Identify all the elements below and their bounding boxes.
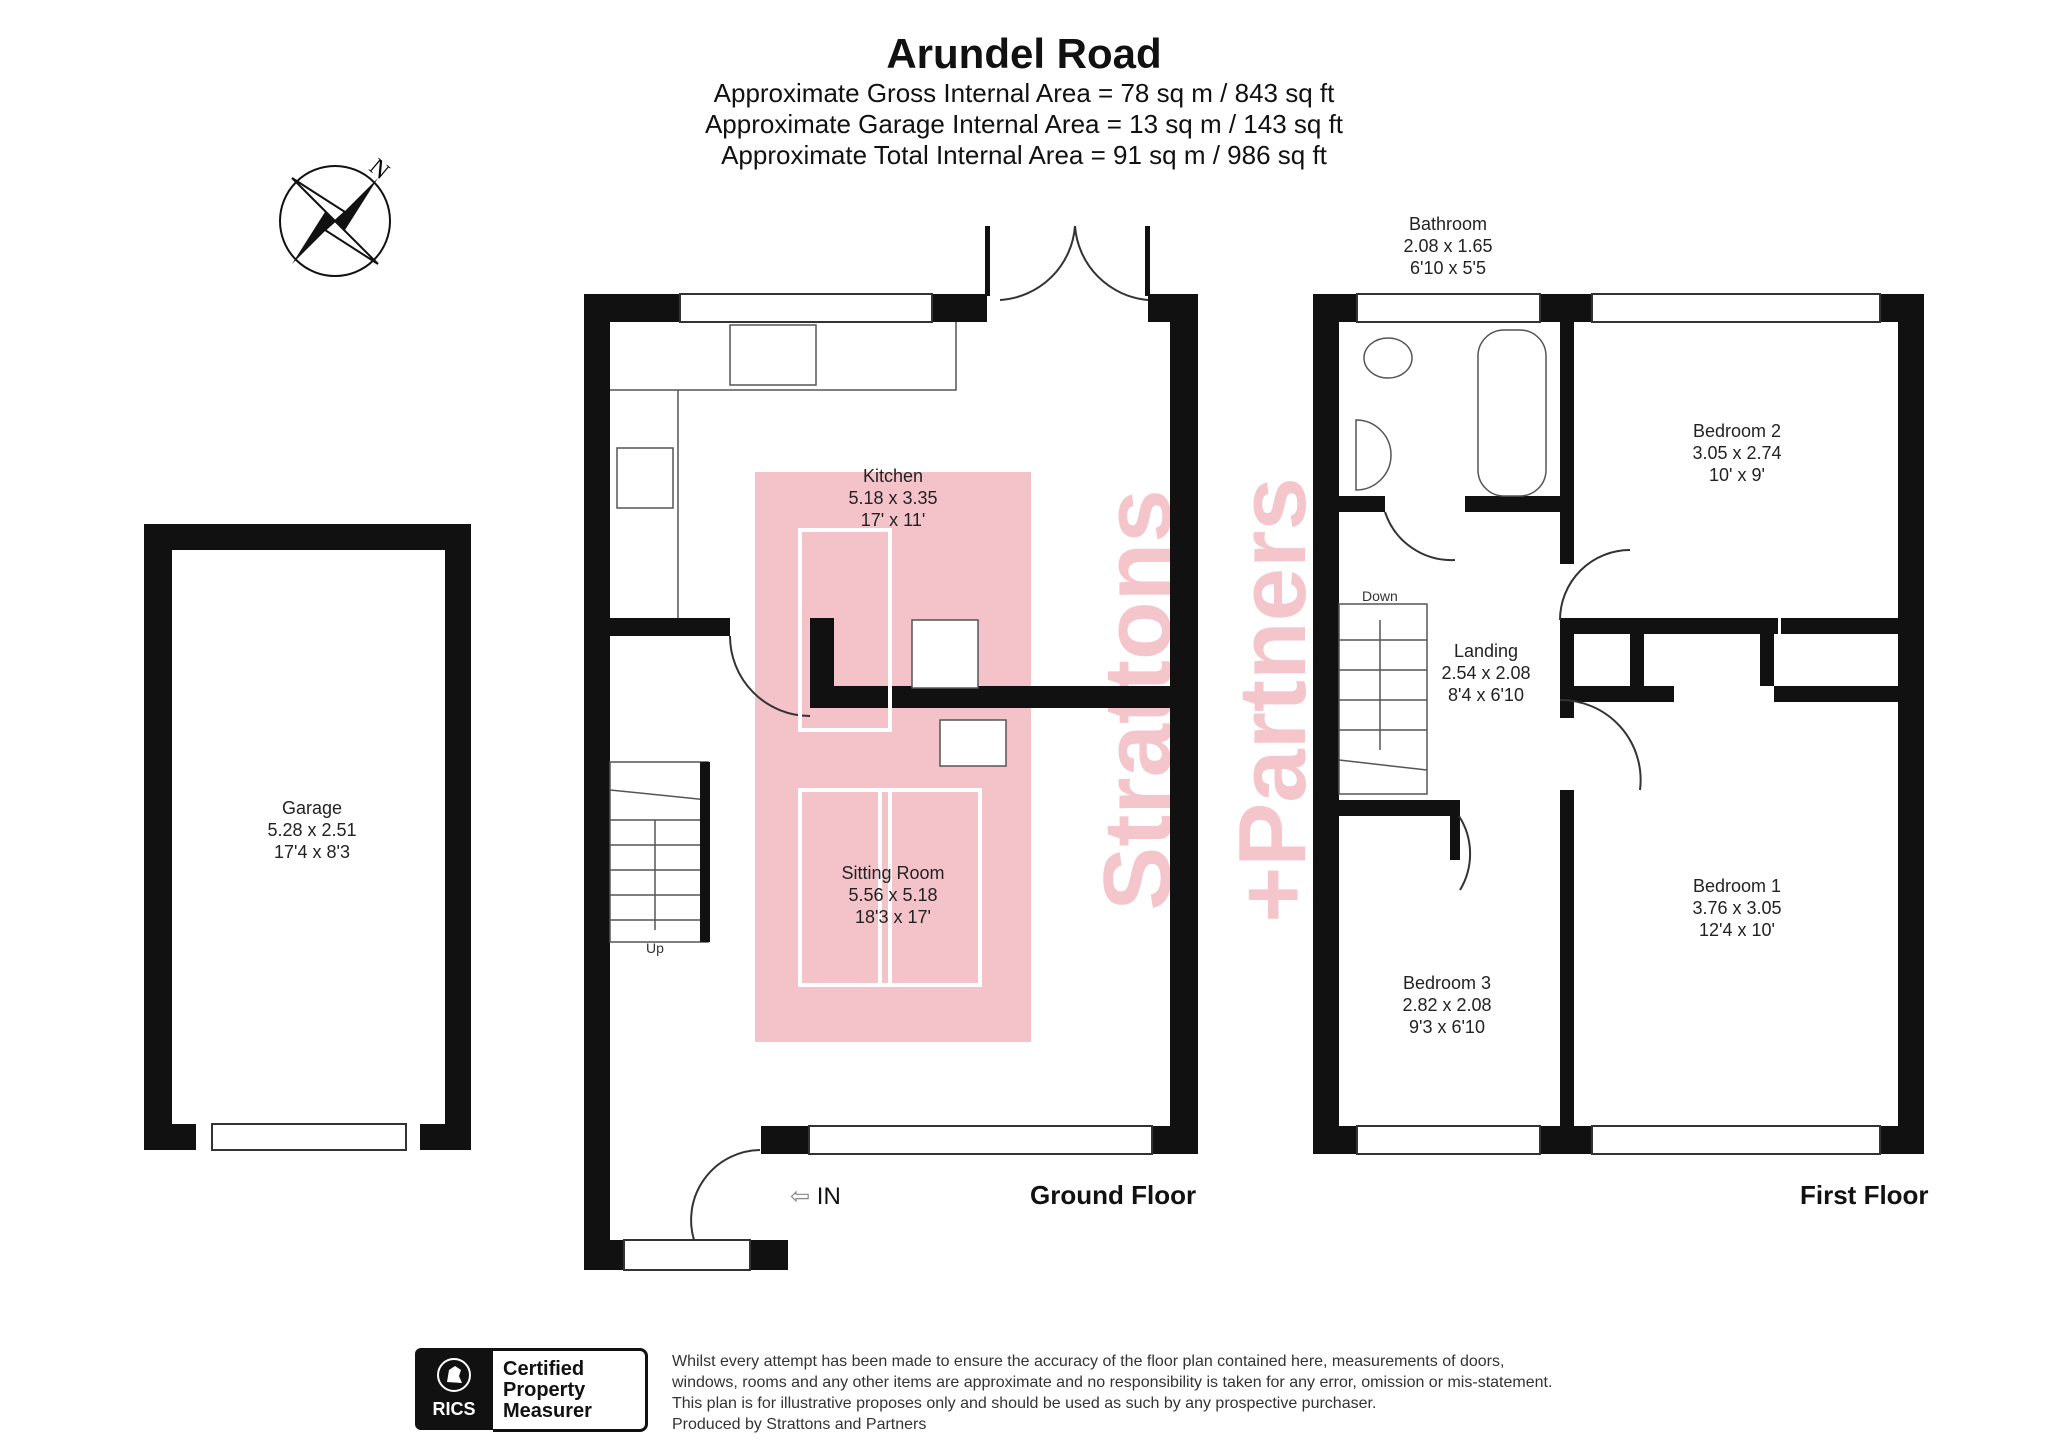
garage-area-line: Approximate Garage Internal Area = 13 sq… <box>704 109 1344 139</box>
disclaimer-line-1: Whilst every attempt has been made to en… <box>672 1353 1505 1370</box>
ground-stairs <box>609 761 709 943</box>
rics-cert-line-2: Property <box>503 1379 586 1401</box>
bedroom1-door <box>1559 698 1642 791</box>
armchair-icon <box>798 788 892 987</box>
stairs-up-label: Up <box>646 940 664 956</box>
bedroom2-door <box>1559 549 1631 621</box>
table-icon <box>939 719 1007 767</box>
room-label-bedroom3: Bedroom 3 2.82 x 2.08 9'3 x 6'10 <box>1402 972 1491 1038</box>
cupboard-icon <box>911 619 979 689</box>
bedroom3-name: Bedroom 3 <box>1402 973 1492 993</box>
kitchen-metric: 5.18 x 3.35 <box>848 488 938 508</box>
garage-metric: 5.28 x 2.51 <box>267 820 357 840</box>
bedroom3-window <box>1356 1125 1541 1155</box>
ground-floor-label: Ground Floor <box>1030 1180 1197 1210</box>
room-label-bedroom2: Bedroom 2 3.05 x 2.74 10' x 9' <box>1692 420 1781 486</box>
garage-door <box>211 1123 407 1151</box>
sitting-imperial: 18'3 x 17' <box>855 907 931 927</box>
bathroom-name: Bathroom <box>1408 214 1488 234</box>
bedroom3-metric: 2.82 x 2.08 <box>1402 995 1492 1015</box>
bedroom1-imperial: 12'4 x 10' <box>1699 920 1775 940</box>
bathroom-imperial: 6'10 x 5'5 <box>1410 258 1486 278</box>
landing-name: Landing <box>1453 641 1519 661</box>
disclaimer: Whilst every attempt has been made to en… <box>672 1351 1692 1435</box>
bathroom-door <box>1384 511 1456 562</box>
room-label-garage: Garage 5.28 x 2.51 17'4 x 8'3 <box>267 797 356 863</box>
rics-lion-icon <box>437 1358 471 1392</box>
disclaimer-line-3: This plan is for illustrative proposes o… <box>672 1395 1377 1412</box>
bedroom3-door <box>1458 815 1472 891</box>
rics-cert-box: Certified Property Measurer <box>493 1348 648 1432</box>
hob-icon <box>616 447 674 509</box>
bedroom3-imperial: 9'3 x 6'10 <box>1409 1017 1485 1037</box>
entry-arrow-icon: ⇦ <box>790 1183 811 1210</box>
bedroom1-window <box>1591 1125 1881 1155</box>
garage-walls <box>144 524 471 1150</box>
rics-cert-line-1: Certified <box>503 1358 585 1380</box>
bedroom2-name: Bedroom 2 <box>1692 421 1782 441</box>
room-label-sitting: Sitting Room 5.56 x 5.18 18'3 x 17' <box>841 862 944 928</box>
sitting-metric: 5.56 x 5.18 <box>848 885 938 905</box>
kitchen-worktop <box>610 322 957 391</box>
landing-stairs <box>1338 603 1428 795</box>
garage-imperial: 17'4 x 8'3 <box>274 842 350 862</box>
toilet-icon <box>1363 337 1413 379</box>
sitting-window <box>808 1125 1153 1155</box>
rics-badge: RICS Certified Property Measurer <box>415 1348 651 1432</box>
basin-icon <box>1355 419 1392 491</box>
landing-imperial: 8'4 x 6'10 <box>1448 685 1524 705</box>
watermark: Strattons +Partners <box>755 472 1326 1042</box>
gross-area-line: Approximate Gross Internal Area = 78 sq … <box>713 78 1335 108</box>
rics-logo: RICS <box>415 1348 493 1430</box>
entry-door-swing <box>690 1149 761 1241</box>
sitting-name: Sitting Room <box>841 863 945 883</box>
bathroom-window <box>1356 293 1541 323</box>
stair-wall <box>700 762 710 942</box>
front-door-frame <box>623 1239 751 1271</box>
patio-doors <box>999 225 1149 301</box>
kitchen-door-swing <box>729 635 811 717</box>
compass-icon: N <box>279 154 394 277</box>
room-label-bathroom: Bathroom 2.08 x 1.65 6'10 x 5'5 <box>1403 213 1492 279</box>
sink-icon <box>729 324 817 386</box>
disclaimer-line-4: Produced by Strattons and Partners <box>672 1416 927 1433</box>
total-area-line: Approximate Total Internal Area = 91 sq … <box>721 140 1327 170</box>
plan-title: Arundel Road <box>886 30 1162 77</box>
disclaimer-line-2: windows, rooms and any other items are a… <box>672 1374 1553 1391</box>
bedroom1-metric: 3.76 x 3.05 <box>1692 898 1782 918</box>
bedroom1-name: Bedroom 1 <box>1692 876 1782 896</box>
bathroom-metric: 2.08 x 1.65 <box>1403 236 1493 256</box>
bath-icon <box>1477 329 1547 497</box>
sofa-2-icon <box>878 788 982 987</box>
compass-north-label: N <box>364 154 394 185</box>
first-floor-label: First Floor <box>1800 1180 1929 1210</box>
room-label-kitchen: Kitchen 5.18 x 3.35 17' x 11' <box>848 465 937 531</box>
landing-metric: 2.54 x 2.08 <box>1441 663 1531 683</box>
bedroom2-window <box>1591 293 1881 323</box>
rics-logo-text: RICS <box>432 1399 476 1419</box>
bedroom2-metric: 3.05 x 2.74 <box>1692 443 1782 463</box>
garage-name: Garage <box>281 798 343 818</box>
sofa-icon <box>798 528 892 732</box>
stairs-down-label: Down <box>1362 588 1398 604</box>
bedroom2-imperial: 10' x 9' <box>1709 465 1765 485</box>
first-floor-walls <box>1313 294 1924 1154</box>
entry-marker: ⇦ IN <box>790 1182 841 1211</box>
room-label-bedroom1: Bedroom 1 3.76 x 3.05 12'4 x 10' <box>1692 875 1781 941</box>
kitchen-imperial: 17' x 11' <box>860 510 926 530</box>
watermark-text-2: +Partners <box>1219 477 1326 923</box>
ground-floor-walls <box>584 226 1198 1270</box>
rics-cert-line-3: Measurer <box>503 1400 592 1422</box>
room-label-landing: Landing 2.54 x 2.08 8'4 x 6'10 <box>1441 640 1530 706</box>
kitchen-window <box>679 293 933 323</box>
kitchen-name: Kitchen <box>862 466 924 486</box>
entry-label: IN <box>816 1183 841 1210</box>
